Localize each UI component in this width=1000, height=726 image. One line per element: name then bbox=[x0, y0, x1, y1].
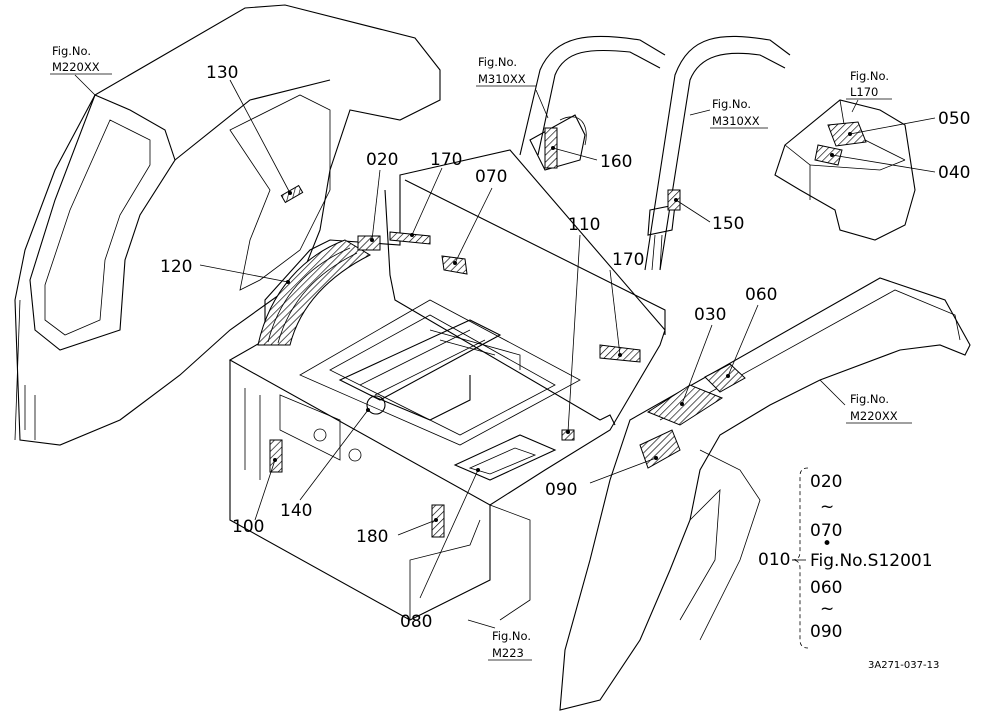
fig-l170-label: Fig.No. bbox=[850, 69, 889, 83]
decal-070 bbox=[441, 255, 468, 275]
decal-020 bbox=[357, 235, 381, 251]
callout-100: 100 bbox=[232, 517, 264, 537]
fig-references: Fig.No. M220XX Fig.No. M310XX Fig.No. M3… bbox=[50, 44, 912, 661]
fig-m310-left-value: M310XX bbox=[478, 72, 526, 86]
rops-right bbox=[644, 35, 791, 271]
decal-100 bbox=[269, 439, 283, 473]
decal-050 bbox=[827, 121, 867, 147]
decal-060 bbox=[704, 363, 746, 393]
decal-170a bbox=[389, 231, 431, 245]
fig-m310-left-label: Fig.No. bbox=[478, 55, 517, 69]
left-fender bbox=[14, 4, 441, 446]
fig-m310-right-label: Fig.No. bbox=[712, 97, 751, 111]
leader-lines bbox=[74, 74, 936, 629]
decal-030 bbox=[646, 384, 724, 426]
hood-l170 bbox=[774, 99, 916, 241]
callout-140: 140 bbox=[280, 501, 312, 521]
right-fender bbox=[559, 277, 971, 711]
seat-platform bbox=[228, 149, 666, 621]
legend-tilde-1: ~ bbox=[820, 497, 834, 517]
callout-020: 020 bbox=[366, 150, 398, 170]
fig-m223-value: M223 bbox=[492, 646, 524, 660]
fig-m223-label: Fig.No. bbox=[492, 629, 531, 643]
legend-bracket: 020 ~ 070 • 010 Fig.No.S12001 060 ~ 090 bbox=[758, 467, 933, 649]
decal-040 bbox=[814, 144, 843, 166]
fig-l170-value: L170 bbox=[850, 85, 878, 99]
callout-050: 050 bbox=[938, 109, 970, 129]
decal-130 bbox=[280, 184, 304, 204]
callout-080: 080 bbox=[400, 612, 432, 632]
part-callouts: 130 120 020 170 070 110 170 160 150 050 … bbox=[160, 63, 970, 632]
legend-item-060: 060 bbox=[810, 578, 842, 598]
fig-m310-right-value: M310XX bbox=[712, 114, 760, 128]
callout-060: 060 bbox=[745, 285, 777, 305]
legend-figref: Fig.No.S12001 bbox=[810, 551, 933, 571]
callout-110: 110 bbox=[568, 215, 600, 235]
legend-item-020: 020 bbox=[810, 472, 842, 492]
legend-item-070: 070 bbox=[810, 521, 842, 541]
callout-130: 130 bbox=[206, 63, 238, 83]
fig-m220-left-label: Fig.No. bbox=[52, 44, 91, 58]
decal-090 bbox=[639, 429, 681, 469]
legend-dot: • bbox=[822, 534, 832, 554]
callout-170b: 170 bbox=[612, 250, 644, 270]
decals bbox=[269, 121, 867, 538]
callout-170a: 170 bbox=[430, 150, 462, 170]
rops-left bbox=[519, 35, 666, 171]
fig-m220-left-value: M220XX bbox=[52, 60, 100, 74]
callout-180: 180 bbox=[356, 527, 388, 547]
callout-070: 070 bbox=[475, 167, 507, 187]
legend-group-010: 010 bbox=[758, 550, 790, 570]
callout-120: 120 bbox=[160, 257, 192, 277]
fig-m220-right-label: Fig.No. bbox=[850, 392, 889, 406]
fig-m220-right-value: M220XX bbox=[850, 409, 898, 423]
callout-090: 090 bbox=[545, 480, 577, 500]
callout-150: 150 bbox=[712, 214, 744, 234]
decal-180 bbox=[431, 504, 445, 538]
callout-160: 160 bbox=[600, 152, 632, 172]
legend-item-090: 090 bbox=[810, 622, 842, 642]
callout-030: 030 bbox=[694, 305, 726, 325]
callout-040: 040 bbox=[938, 163, 970, 183]
drawing-code: 3A271-037-13 bbox=[868, 660, 939, 671]
legend-tilde-2: ~ bbox=[820, 599, 834, 619]
